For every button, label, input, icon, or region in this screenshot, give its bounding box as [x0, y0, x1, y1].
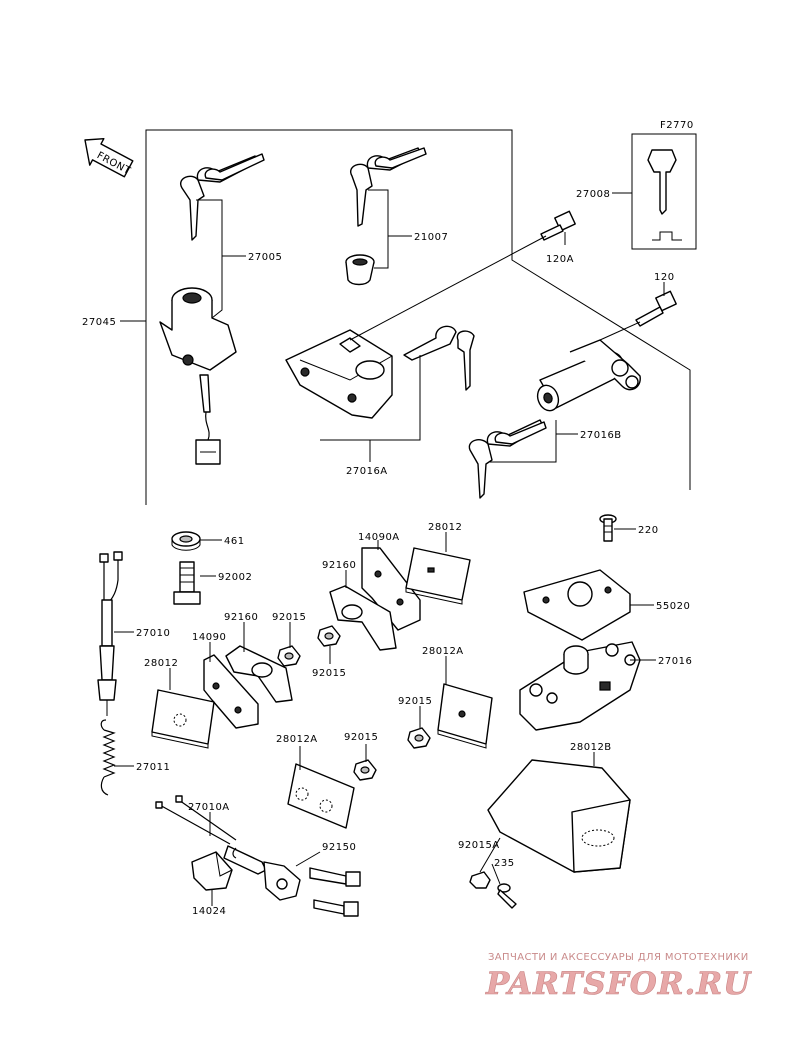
screw-235 [497, 883, 517, 909]
cover-14024 [191, 851, 233, 891]
key-blank-box: F2770 [631, 120, 697, 250]
label-28012-top: 28012 [428, 522, 462, 533]
label-14024: 14024 [192, 906, 226, 917]
nut-92015-a [277, 645, 301, 667]
watermark-tagline: ЗАПЧАСТИ И АКСЕССУАРЫ ДЛЯ МОТОТЕХНИКИ [488, 952, 749, 963]
label-55020: 55020 [656, 601, 690, 612]
pad-28012A-right [437, 683, 493, 749]
brake-switch-27010 [97, 551, 123, 716]
label-92015-a: 92015 [272, 612, 306, 623]
nut-92015-d [353, 759, 377, 781]
lock-cylinder-27016B [536, 339, 641, 412]
watermark-logo: PARTSFOR.RU [485, 966, 752, 1002]
label-235: 235 [494, 858, 515, 869]
label-92150: 92150 [322, 842, 356, 853]
helmet-lock-27016A [285, 329, 393, 419]
bolt-120A [540, 210, 576, 241]
label-92160-top: 92160 [322, 560, 356, 571]
label-27011: 27011 [136, 762, 170, 773]
reflector-housing-28012B [487, 759, 631, 873]
switch-27010A [155, 795, 301, 901]
plate-92160-top [329, 585, 397, 651]
label-21007: 21007 [414, 232, 448, 243]
label-14090A: 14090A [358, 532, 400, 543]
washer-461 [171, 531, 201, 551]
label-27045: 27045 [82, 317, 116, 328]
label-120A: 120A [546, 254, 574, 265]
label-27005: 27005 [248, 252, 282, 263]
bolt-120 [635, 290, 677, 327]
label-92015A: 92015A [458, 840, 500, 851]
ignition-set-frame [145, 129, 691, 505]
label-27010: 27010 [136, 628, 170, 639]
label-27016: 27016 [658, 656, 692, 667]
label-220: 220 [638, 525, 659, 536]
label-27010A: 27010A [188, 802, 230, 813]
label-120: 120 [654, 272, 675, 283]
nut-92015-c [407, 727, 431, 749]
label-28012A-right: 28012A [422, 646, 464, 657]
nut-92015-b [317, 625, 341, 647]
lock-bracket-27016 [519, 641, 641, 731]
keys-27016A [403, 325, 475, 391]
watermark: ЗАПЧАСТИ И АКСЕССУАРЫ ДЛЯ МОТОТЕХНИКИ PA… [485, 952, 752, 1002]
plate-55020 [523, 569, 631, 641]
label-27016A: 27016A [346, 466, 388, 477]
label-28012B: 28012B [570, 742, 612, 753]
bracket-14090 [203, 654, 259, 729]
label-28012-left: 28012 [144, 658, 178, 669]
pad-28012-top [405, 547, 471, 605]
label-14090: 14090 [192, 632, 226, 643]
screws-92150 [309, 867, 361, 917]
label-27016B: 27016B [580, 430, 622, 441]
screw-220 [599, 514, 617, 542]
key-lock-set-21007 [345, 147, 427, 286]
reflector-28012A [287, 763, 355, 829]
part-labels: 27045 27005 21007 27008 120A 120 27016B … [82, 189, 692, 917]
bolt-92002 [173, 561, 201, 605]
label-92015-d: 92015 [344, 732, 378, 743]
label-92015-c: 92015 [398, 696, 432, 707]
spring-27011 [100, 719, 116, 796]
plate-92160-mid [225, 645, 293, 703]
ignition-switch-27005 [159, 153, 265, 465]
label-92015-b: 92015 [312, 668, 346, 679]
label-461: 461 [224, 536, 245, 547]
label-28012A-mid: 28012A [276, 734, 318, 745]
label-92002: 92002 [218, 572, 252, 583]
pad-28012-left [151, 689, 215, 749]
keys-27016B [468, 419, 547, 499]
leader-lines [114, 189, 665, 906]
front-arrow: FRONT [84, 137, 134, 178]
figure-code: F2770 [660, 120, 694, 131]
nut-92015A [469, 871, 491, 889]
label-27008: 27008 [576, 189, 610, 200]
label-92160-mid: 92160 [224, 612, 258, 623]
bracket-14090A [361, 547, 421, 631]
